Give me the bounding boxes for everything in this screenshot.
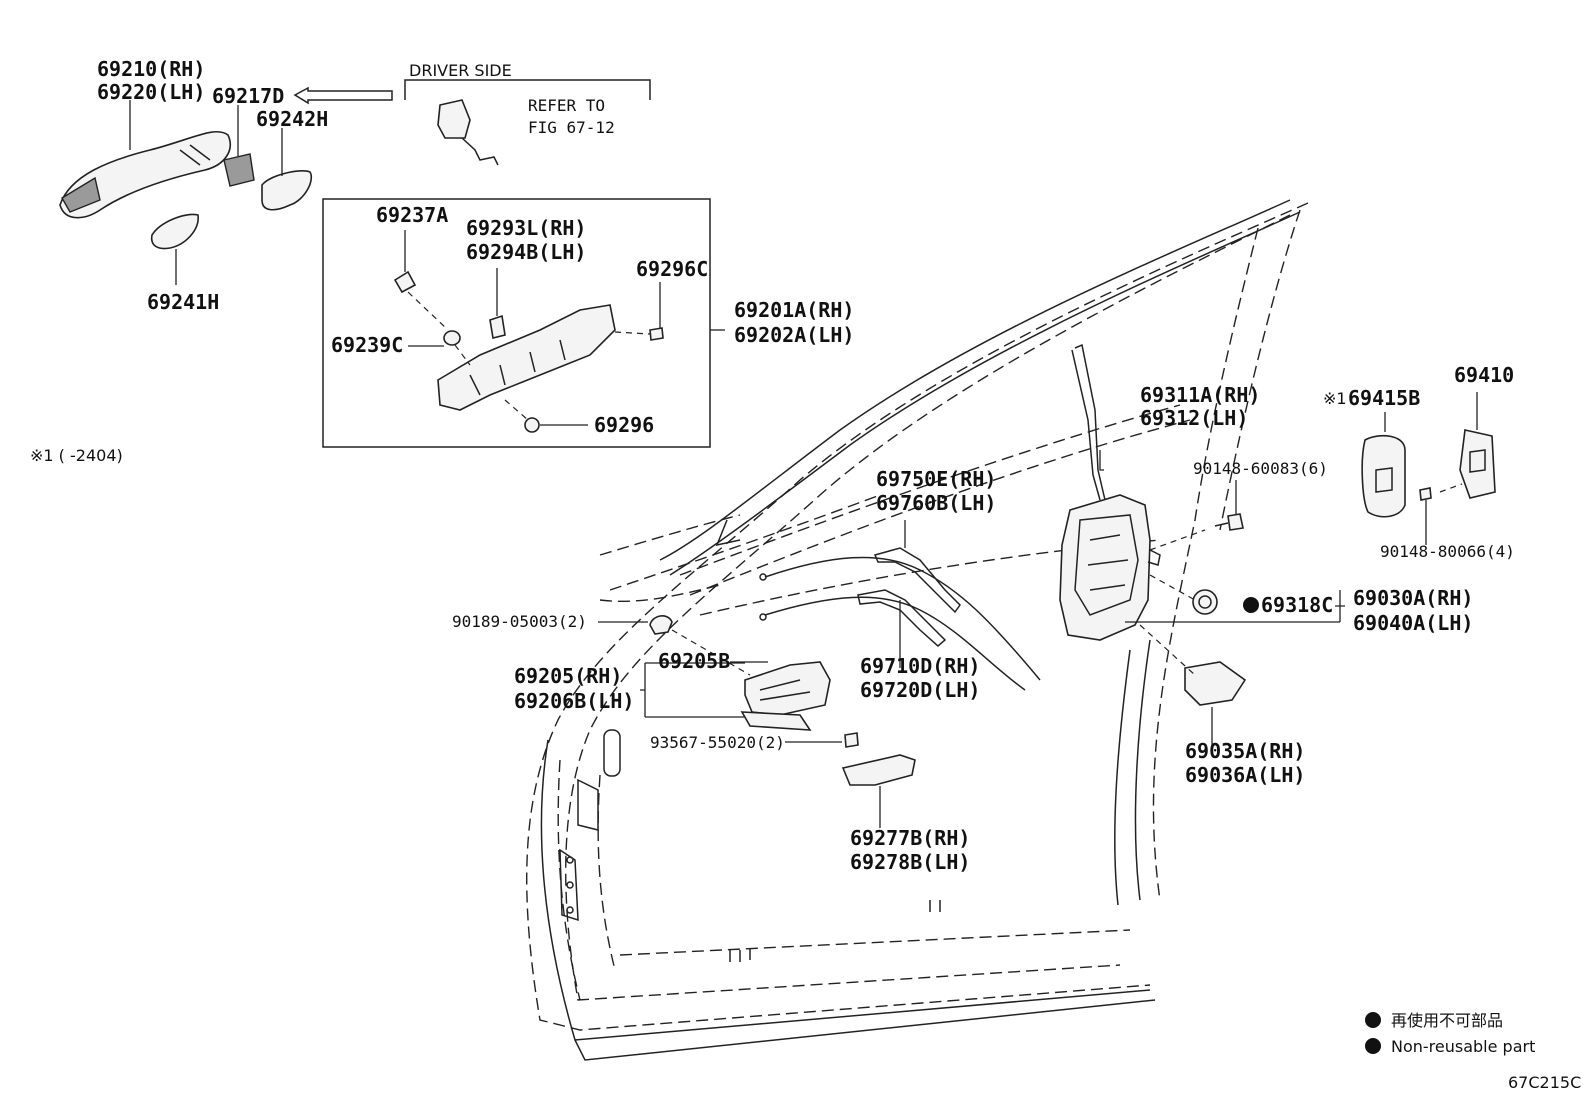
clip-part (649, 615, 673, 635)
dash-spring (407, 291, 449, 331)
label-footnote: ※1 ( -2404) (30, 446, 123, 465)
driver-side-bracket (404, 79, 651, 100)
outer-handle-part (59, 130, 231, 219)
rod-part (1071, 343, 1106, 501)
label-bezel-lh: 69278B(LH) (850, 850, 970, 874)
bushing-part (443, 330, 461, 346)
leader-lock (1125, 590, 1345, 623)
label-clip: 90189-05003(2) (452, 612, 587, 631)
label-cable-lock-rh: 69710D(RH) (860, 654, 980, 678)
label-screw-striker: 90148-80066(4) (1380, 542, 1515, 561)
non-reusable-dot-icon (1243, 597, 1259, 613)
striker-cover-part (1361, 434, 1406, 518)
spring-part (393, 270, 417, 294)
lock-assembly-part (1059, 494, 1161, 641)
inset-box (322, 198, 711, 448)
legend-non-reusable-en: Non-reusable part (1391, 1037, 1535, 1056)
screw-striker-part (1419, 487, 1432, 501)
label-rod-rh: 69311A(RH) (1140, 383, 1260, 407)
label-lock-cover-lh: 69036A(LH) (1185, 763, 1305, 787)
label-screw: 69296 (594, 413, 654, 437)
label-cable-open-rh: 69750E(RH) (876, 467, 996, 491)
label-spring: 69237A (376, 203, 448, 227)
dash-clip (671, 629, 751, 676)
seal-part (1192, 589, 1218, 615)
leader-rod (1099, 450, 1104, 471)
label-lock-cover-rh: 69035A(RH) (1185, 739, 1305, 763)
dash-lock (1139, 483, 1463, 676)
label-bushing: 69239C (331, 333, 403, 357)
cap-part (223, 153, 255, 187)
label-inner-bracket: 69205B (658, 649, 730, 673)
label-cable-open-lh: 69760B(LH) (876, 491, 996, 515)
frame-part (437, 304, 616, 411)
label-frame-rh: 69201A(RH) (734, 298, 854, 322)
label-pad-front: 69241H (147, 290, 219, 314)
striker-part (1459, 429, 1496, 499)
label-cap: 69217D (212, 84, 284, 108)
label-inner-handle-lh: 69206B(LH) (514, 689, 634, 713)
cables-part (759, 547, 1041, 691)
arrow-icon (293, 86, 393, 105)
label-outer-handle-rh: 69210(RH) (97, 57, 205, 81)
dash-screw-c (614, 331, 651, 335)
screw-inner-part (844, 732, 859, 748)
label-cover-rh: 69293L(RH) (466, 216, 586, 240)
label-lock-rh: 69030A(RH) (1353, 586, 1473, 610)
pad-front-part (150, 213, 199, 250)
pad-rear-part (261, 170, 312, 211)
label-driver-side: DRIVER SIDE (409, 61, 512, 80)
label-seal: 69318C (1261, 593, 1333, 617)
lock-cover-part (1184, 661, 1247, 706)
figure-code: 67C215C (1508, 1073, 1581, 1092)
screw-c-part (649, 327, 664, 341)
label-lock-lh: 69040A(LH) (1353, 611, 1473, 635)
label-striker: 69410 (1454, 363, 1514, 387)
label-pad-rear: 69242H (256, 107, 328, 131)
label-striker-cover-mark: ※1 (1323, 389, 1347, 408)
label-cover-lh: 69294B(LH) (466, 240, 586, 264)
label-cable-lock-lh: 69720D(LH) (860, 678, 980, 702)
bezel-part (841, 754, 916, 786)
label-inner-handle-rh: 69205(RH) (514, 664, 622, 688)
leader-inner-handle (640, 662, 745, 718)
legend-non-reusable-jp: 再使用不可部品 (1391, 1011, 1503, 1030)
key-cylinder-part (437, 99, 499, 166)
dash-bushing (454, 344, 471, 366)
dash-screw (504, 399, 529, 421)
label-refer-to-1: REFER TO (528, 96, 605, 115)
label-striker-cover: 69415B (1348, 386, 1420, 410)
door-outline (526, 199, 1309, 1061)
bolt-lock-part (1214, 513, 1244, 531)
label-screw-inner: 93567-55020(2) (650, 733, 785, 752)
legend-dot-en-icon (1365, 1038, 1381, 1054)
label-frame-lh: 69202A(LH) (734, 323, 854, 347)
label-refer-to-2: FIG 67-12 (528, 118, 615, 137)
inner-handle-part (740, 661, 831, 731)
label-rod-lh: 69312(LH) (1140, 406, 1248, 430)
legend-dot-jp-icon (1365, 1012, 1381, 1028)
label-outer-handle-lh: 69220(LH) (97, 80, 205, 104)
label-screw-c: 69296C (636, 257, 708, 281)
screw-part (524, 417, 540, 433)
label-bolt-lock: 90148-60083(6) (1193, 459, 1328, 478)
label-bezel-rh: 69277B(RH) (850, 826, 970, 850)
